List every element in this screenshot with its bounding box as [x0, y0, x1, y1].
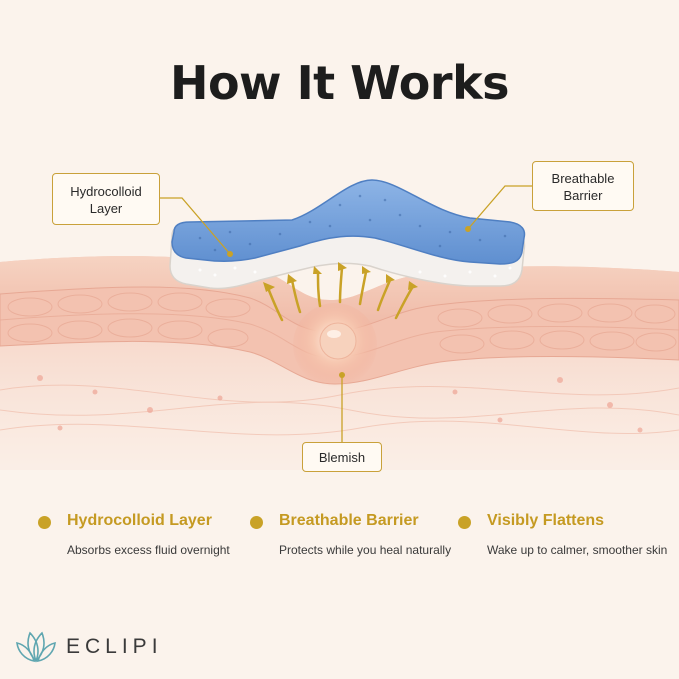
page-title: How It Works [169, 56, 510, 110]
patch-hydrocolloid [171, 179, 526, 265]
hydrocolloid-callout-line1: Hydrocolloid [70, 184, 142, 199]
arrow-up-icon [290, 278, 302, 314]
hydrocolloid-callout-line2: Layer [89, 201, 123, 216]
breathable-callout-line1: Breathable [551, 171, 615, 186]
bullet-dot-icon [458, 516, 471, 529]
feature-title: Hydrocolloid Layer [67, 512, 212, 529]
feature-title: Visibly Flattens [487, 512, 605, 529]
blemish [319, 322, 357, 360]
leaf-logo-icon [16, 631, 56, 663]
absorption-arrows [266, 266, 414, 322]
feature-title: Breathable Barrier [279, 512, 419, 529]
breathable-leader [467, 185, 532, 230]
arrow-up-icon [266, 286, 284, 322]
arrow-up-icon [338, 266, 344, 304]
hydrocolloid-leader [160, 197, 231, 255]
bullet-dot-icon [38, 516, 51, 529]
feature-desc: Wake up to calmer, smoother skin [487, 543, 668, 557]
hydrocolloid-callout: Hydrocolloid Layer [52, 173, 160, 225]
arrow-up-icon [358, 270, 368, 306]
feature-desc: Absorbs excess fluid overnight [67, 543, 230, 557]
arrow-up-icon [316, 270, 322, 308]
brand-logo: ECLIPI [14, 625, 194, 665]
feature-desc: Protects while you heal naturally [279, 543, 452, 557]
features-row: Hydrocolloid Layer Absorbs excess fluid … [0, 510, 679, 570]
bullet-dot-icon [250, 516, 263, 529]
blemish-callout: Blemish [302, 442, 382, 472]
breathable-callout-line2: Barrier [563, 188, 603, 203]
brand-name: ECLIPI [66, 635, 163, 658]
skin-patch-diagram [0, 179, 679, 470]
arrow-up-icon [394, 286, 414, 320]
breathable-callout: Breathable Barrier [532, 161, 634, 211]
arrow-up-icon [376, 278, 392, 312]
